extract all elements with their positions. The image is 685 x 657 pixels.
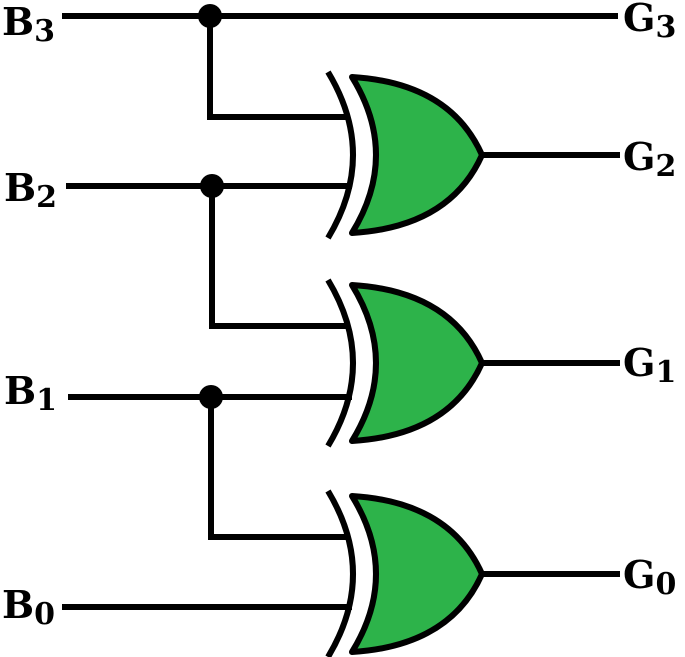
junction-dot-b3 xyxy=(198,4,222,28)
branch-b2-to-gate-g1 xyxy=(209,186,350,329)
label-g1: G1 xyxy=(623,340,676,390)
xor-gate-g2-body xyxy=(349,74,485,236)
xor-gate-g1-body xyxy=(349,282,485,444)
xor-gate-g2 xyxy=(325,70,485,240)
junction-dot-b2 xyxy=(200,174,224,198)
branch-b3-to-gate-g2 xyxy=(207,16,350,120)
xor-gate-g0-input-arc xyxy=(325,489,356,657)
branch-b1-to-gate-g0 xyxy=(208,397,350,540)
label-b2: B2 xyxy=(4,165,57,215)
label-b0: B0 xyxy=(2,582,55,632)
xor-gate-g1 xyxy=(325,278,485,448)
label-g2: G2 xyxy=(623,134,676,184)
xor-gate-g1-input-arc xyxy=(325,278,356,448)
label-g0: G0 xyxy=(623,552,676,602)
xor-gate-g0 xyxy=(325,489,485,657)
label-b1: B1 xyxy=(4,368,57,418)
junction-dot-b1 xyxy=(199,385,223,409)
label-g3: G3 xyxy=(623,0,676,45)
xor-gate-g2-input-arc xyxy=(325,70,356,240)
label-b3: B3 xyxy=(2,0,55,49)
xor-gate-g0-body xyxy=(349,493,485,655)
